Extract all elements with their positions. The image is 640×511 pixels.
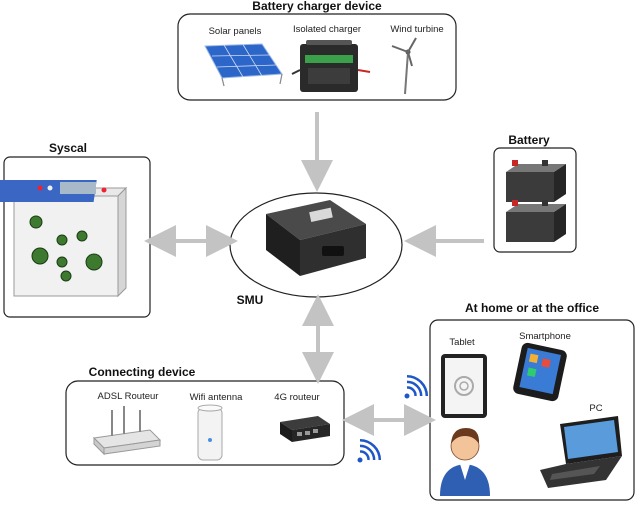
wifi-antenna-icon bbox=[197, 404, 223, 461]
smu-label: SMU bbox=[237, 293, 264, 307]
wind-turbine-icon bbox=[391, 37, 417, 95]
tablet-icon bbox=[441, 354, 487, 418]
syscal-device-icon bbox=[0, 180, 128, 298]
smartphone-label: Smartphone bbox=[519, 331, 571, 342]
adsl-router-label: ADSL Routeur bbox=[98, 391, 159, 402]
wifi-signal-icon bbox=[357, 438, 382, 463]
syscal-title: Syscal bbox=[49, 141, 87, 155]
home-title: At home or at the office bbox=[465, 301, 599, 315]
router-icon bbox=[92, 406, 162, 456]
charger-group: Battery charger device Solar panels Isol… bbox=[177, 0, 457, 101]
smartphone-icon bbox=[513, 342, 567, 402]
wind-turbine-label: Wind turbine bbox=[390, 24, 443, 35]
isolated-charger-label: Isolated charger bbox=[293, 24, 361, 35]
4g-router-label: 4G routeur bbox=[274, 392, 319, 403]
syscal-group: Syscal bbox=[0, 141, 151, 318]
battery-title: Battery bbox=[508, 133, 550, 147]
connecting-group: Connecting device ADSL Routeur Wifi ante… bbox=[65, 365, 345, 466]
user-icon bbox=[440, 428, 490, 496]
charger-title: Battery charger device bbox=[252, 0, 382, 13]
smu-device-icon bbox=[266, 200, 366, 276]
battery-group: Battery bbox=[493, 133, 577, 253]
laptop-icon bbox=[540, 416, 622, 488]
connecting-title: Connecting device bbox=[89, 365, 196, 379]
solar-panel-icon bbox=[204, 43, 283, 87]
home-group: At home or at the office Tablet Smartpho… bbox=[429, 301, 635, 501]
solar-panels-label: Solar panels bbox=[209, 26, 262, 37]
wifi-signal-icon bbox=[404, 374, 429, 399]
charger-icon bbox=[291, 40, 371, 92]
smu-group: SMU bbox=[229, 192, 403, 307]
wifi-antenna-label: Wifi antenna bbox=[190, 392, 244, 403]
battery-icon bbox=[506, 160, 566, 242]
4g-router-icon bbox=[280, 416, 330, 442]
tablet-label: Tablet bbox=[449, 337, 475, 348]
arrows bbox=[144, 112, 484, 436]
pc-label: PC bbox=[589, 403, 602, 414]
